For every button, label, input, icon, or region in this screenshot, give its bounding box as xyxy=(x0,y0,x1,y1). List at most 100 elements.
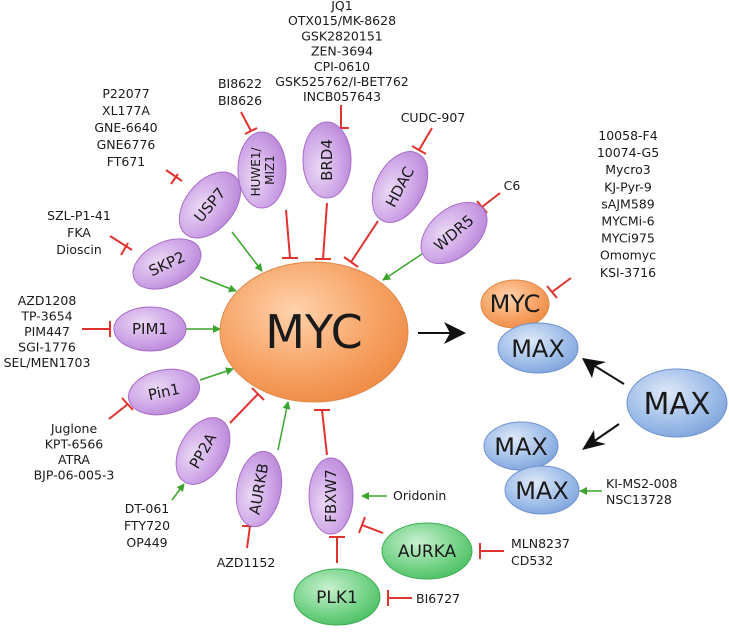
drug-name: KJ-Pyr-9 xyxy=(604,179,652,194)
drug-name: OP449 xyxy=(126,535,167,550)
hdac-inhibition-line xyxy=(343,220,379,268)
drug-name: MLN8237 xyxy=(511,536,570,551)
max-dimer[interactable]: MAX MAX xyxy=(483,421,580,515)
drug-name: TP-3654 xyxy=(20,309,72,324)
drug-name: BI6727 xyxy=(416,591,460,606)
huwe1-node[interactable]: HUWE1/ MIZ1 xyxy=(237,131,287,209)
myc-center-label: MYC xyxy=(265,305,362,359)
wdr5-node[interactable]: WDR5 xyxy=(409,190,498,276)
max-free-label: MAX xyxy=(644,387,711,422)
complex-max-label: MAX xyxy=(511,335,565,363)
max-free-to-complex-arrow xyxy=(582,358,625,385)
plk1-drug-inhibition xyxy=(387,590,412,606)
pim1-label: PIM1 xyxy=(132,320,168,338)
drug-name: Omomyc xyxy=(600,248,656,263)
max-free-to-dimer-arrow xyxy=(582,423,620,450)
hdac-drug-list: CUDC-907 xyxy=(401,110,466,125)
aurka-node[interactable]: AURKA xyxy=(381,522,473,580)
drug-name: FKA xyxy=(67,225,91,240)
drug-name: Oridonin xyxy=(393,488,446,503)
skp2-activation-arrow xyxy=(199,276,237,293)
drug-name: CUDC-907 xyxy=(401,110,466,125)
usp7-activation-arrow xyxy=(231,231,263,272)
wdr5-activation-arrow xyxy=(382,253,423,281)
drug-name: SZL-P1-41 xyxy=(47,208,111,223)
hdac-node[interactable]: HDAC xyxy=(361,142,439,232)
drug-name: BI8626 xyxy=(218,93,262,108)
drug-name: DT-061 xyxy=(125,501,169,516)
drug-name: XL177A xyxy=(102,103,150,118)
drug-name: Mycro3 xyxy=(605,162,651,177)
brd4-inhibition-line xyxy=(315,202,331,260)
plk1-drug-list: BI6727 xyxy=(416,591,460,606)
fbxw7-drug-list: Oridonin xyxy=(393,488,446,503)
drug-name: GNE-6640 xyxy=(94,120,157,135)
drug-name: KSI-3716 xyxy=(600,265,656,280)
drug-name: 10074-G5 xyxy=(597,145,659,160)
drug-name: SEL/MEN1703 xyxy=(4,355,91,370)
max-free-node[interactable]: MAX xyxy=(626,368,728,438)
drug-name: KI-MS2-008 xyxy=(606,476,677,491)
aurkb-drug-list: AZD1152 xyxy=(217,555,276,570)
pp2a-inhibition-line xyxy=(229,387,265,424)
drug-name: ZEN-3694 xyxy=(311,44,373,59)
hdac-drug-inhibition xyxy=(411,127,433,155)
usp7-node[interactable]: USP7 xyxy=(167,160,253,249)
myc-drug-inhibition xyxy=(546,277,572,299)
pin1-drug-inhibition xyxy=(108,397,134,420)
drug-name: MYCi975 xyxy=(601,231,655,246)
wdr5-drug-list: C6 xyxy=(504,178,521,193)
drug-name: SGI-1776 xyxy=(18,340,76,355)
drug-name: AZD1208 xyxy=(18,293,77,308)
drug-name: Dioscin xyxy=(56,242,102,257)
pim1-drug-inhibition xyxy=(82,321,111,337)
aurka-label: AURKA xyxy=(398,542,457,562)
drug-name: P22077 xyxy=(102,86,149,101)
drug-name: PIM447 xyxy=(24,324,70,339)
aurka-inhibition-line xyxy=(358,516,384,534)
regulator-nodes: USP7 HUWE1/ MIZ1 BRD4 HDAC WDR5 SKP2 P xyxy=(113,121,498,626)
huwe1-drug-inhibition xyxy=(240,111,258,135)
drug-name: 10058-F4 xyxy=(598,128,657,143)
drug-name: CD532 xyxy=(511,553,553,568)
brd4-node[interactable]: BRD4 xyxy=(302,121,352,199)
myc-center-node[interactable]: MYC xyxy=(219,261,409,403)
drug-name: GSK2820151 xyxy=(301,28,383,43)
drug-name: GNE6776 xyxy=(97,137,156,152)
pp2a-node[interactable]: PP2A xyxy=(165,408,241,493)
drug-name: AZD1152 xyxy=(217,555,276,570)
pp2a-drug-activation xyxy=(171,483,185,501)
drug-name: OTX015/MK-8628 xyxy=(288,13,396,28)
myc-to-complex-arrow xyxy=(418,322,466,344)
huwe1-label: HUWE1/ MIZ1 xyxy=(249,144,277,197)
myc-max-complex[interactable]: MYC MAX xyxy=(480,279,579,374)
aurkb-drug-inhibition xyxy=(242,525,258,549)
pim1-node[interactable]: PIM1 xyxy=(113,306,187,352)
aurka-drug-inhibition xyxy=(479,543,504,559)
drug-name: INCB057643 xyxy=(303,89,381,104)
fbxw7-node[interactable]: FBXW7 xyxy=(308,457,354,535)
fbxw7-label: FBXW7 xyxy=(322,469,340,523)
drug-name: GSK525762/I-BET762 xyxy=(275,74,408,89)
fbxw7-inhibition-line xyxy=(314,409,330,456)
skp2-node[interactable]: SKP2 xyxy=(125,229,209,299)
max-dimer-bottom-label: MAX xyxy=(515,477,569,505)
plk1-inhibition-line xyxy=(329,536,345,563)
plk1-node[interactable]: PLK1 xyxy=(293,568,381,626)
drug-name: C6 xyxy=(504,178,521,193)
aurkb-node[interactable]: AURKB xyxy=(231,448,288,530)
pin1-node[interactable]: Pin1 xyxy=(124,363,204,421)
plk1-label: PLK1 xyxy=(316,588,358,608)
